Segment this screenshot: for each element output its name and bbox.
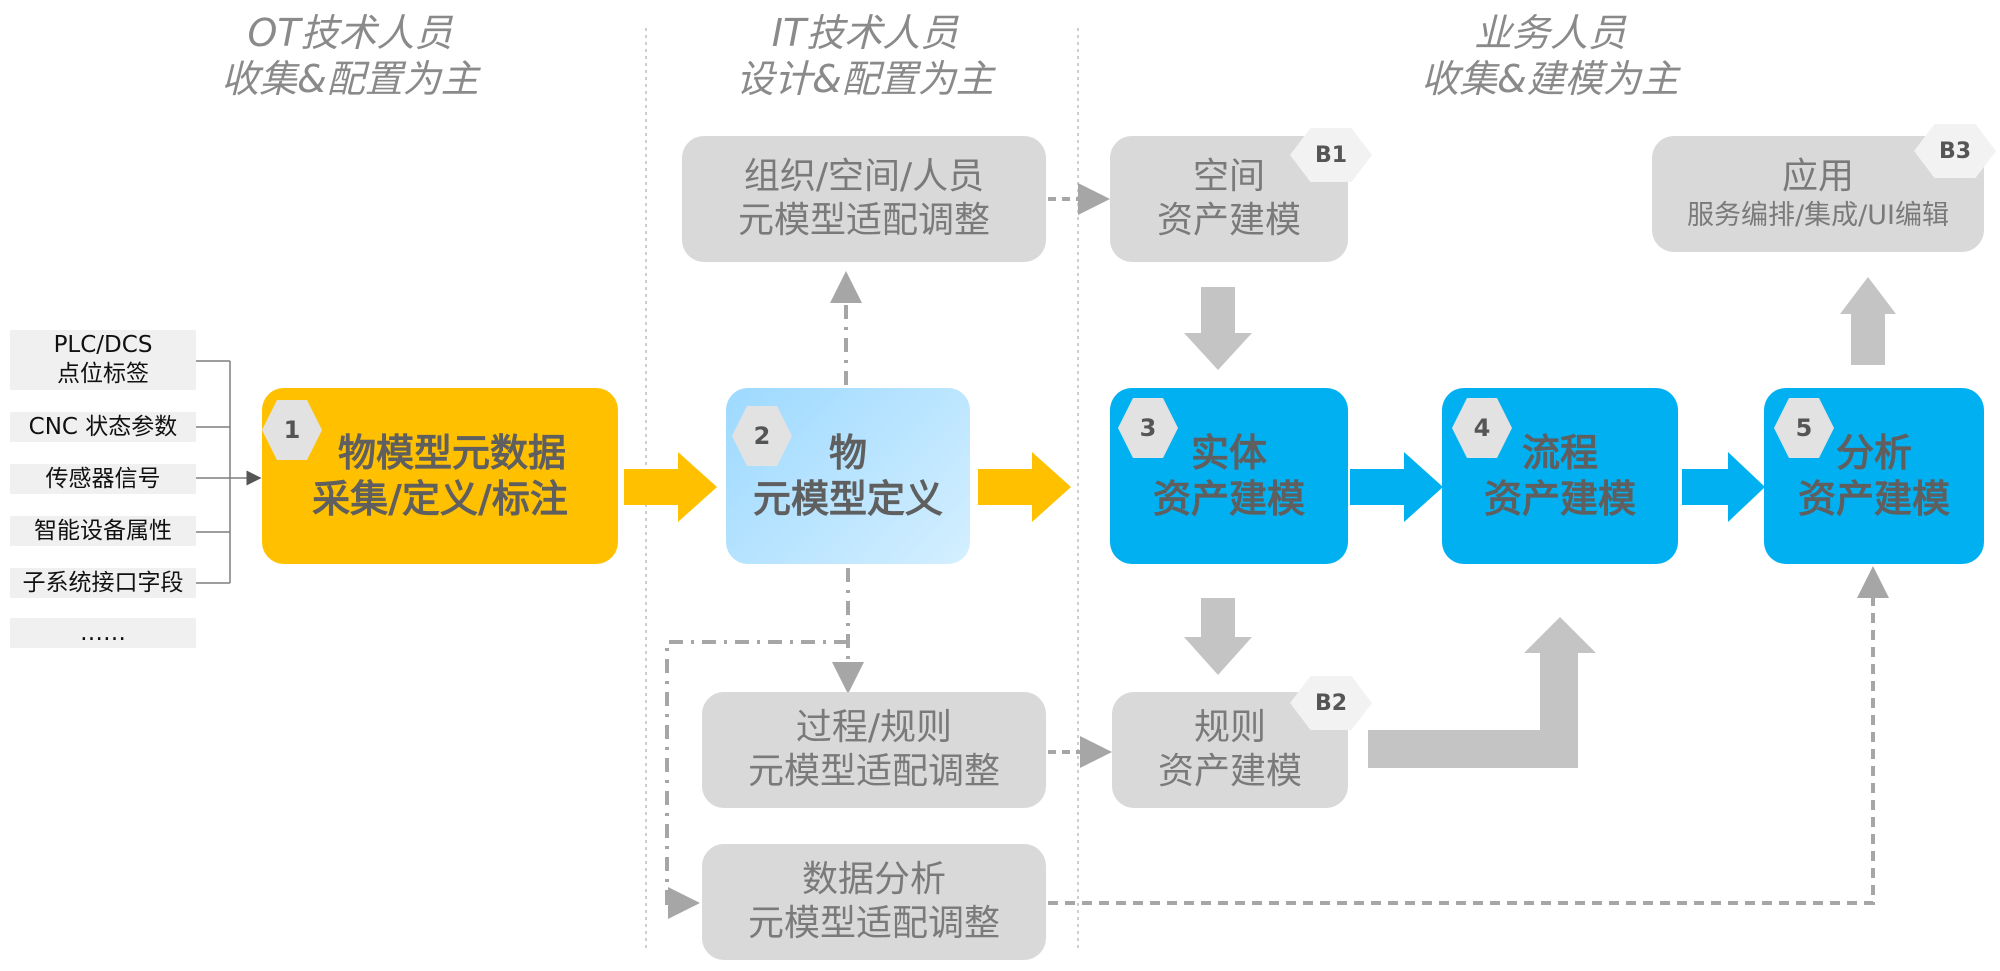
adapt-label: 元模型适配调整 [747,903,1000,944]
column-header-it: IT技术人员 设计&配置为主 [710,10,1020,102]
yellow-arrow-1-2 [624,452,717,522]
column-header-business: 业务人员 收集&建模为主 [1390,10,1710,102]
source-label: …… [80,619,126,646]
step-label: 分析 [1835,431,1912,475]
step-label: 元模型定义 [752,477,943,521]
business-label: 规则 [1193,707,1266,748]
step-1-badge: 1 [262,400,322,460]
adapt-label: 元模型适配调整 [737,200,990,241]
source-bracket [196,360,262,584]
yellow-arrow-2-3 [978,452,1071,522]
step-2-badge: 2 [732,406,792,466]
gray-arrow-5-to-b3 [1840,277,1896,365]
step-label: 采集/定义/标注 [312,477,568,521]
adapt-label: 元模型适配调整 [747,751,1000,792]
source-label: 点位标签 [57,361,149,387]
step-4-badge: 4 [1452,398,1512,458]
gray-arrow-3-to-b2 [1184,598,1252,675]
business-sublabel: 服务编排/集成/UI编辑 [1687,200,1949,231]
source-plc-dcs: PLC/DCS 点位标签 [10,330,196,390]
blue-arrow-4-5 [1682,452,1765,522]
column-header-line: 收集&建模为主 [1421,57,1679,101]
step-label: 资产建模 [1797,477,1950,521]
column-header-line: IT技术人员 [771,11,959,55]
source-subsystem: 子系统接口字段 [10,568,196,598]
step-5-badge: 5 [1774,398,1834,458]
step-label: 物模型元数据 [337,431,566,475]
adapt-label: 数据分析 [801,859,946,900]
source-smart-device: 智能设备属性 [10,516,196,546]
business-label: 资产建模 [1157,751,1302,792]
step-1-box: 物模型元数据 采集/定义/标注 [262,388,618,564]
adapt-analysis-box: 数据分析 元模型适配调整 [702,844,1046,960]
step-label: 流程 [1521,431,1598,475]
column-header-line: OT技术人员 [247,11,453,55]
step-5-box: 分析 资产建模 [1764,388,1984,564]
source-label: PLC/DCS [53,332,153,358]
step-label: 实体 [1190,431,1267,475]
step-label: 资产建模 [1152,477,1305,521]
business-label: 应用 [1781,156,1854,197]
source-more: …… [10,618,196,648]
step-label: 物 [828,431,867,475]
gray-arrow-b1-to-3 [1184,287,1252,370]
source-label: 子系统接口字段 [22,569,184,596]
adapt-label: 组织/空间/人员 [743,156,985,197]
adapt-org-box: 组织/空间/人员 元模型适配调整 [682,136,1046,262]
column-header-line: 收集&配置为主 [221,57,479,101]
source-label: CNC 状态参数 [28,413,178,440]
adapt-process-box: 过程/规则 元模型适配调整 [702,692,1046,808]
source-label: 传感器信号 [45,465,161,492]
business-label: 资产建模 [1156,200,1301,241]
business-label: 空间 [1192,156,1265,197]
dashed-connectors [665,183,1889,919]
column-header-ot: OT技术人员 收集&配置为主 [190,10,510,102]
column-header-line: 设计&配置为主 [736,57,994,101]
source-cnc: CNC 状态参数 [10,412,196,442]
step-3-badge: 3 [1118,398,1178,458]
source-sensor: 传感器信号 [10,464,196,494]
adapt-label: 过程/规则 [795,707,953,748]
blue-arrow-3-4 [1350,452,1443,522]
gray-elbow-arrow-b2-to-4 [1368,617,1596,768]
source-label: 智能设备属性 [34,517,172,544]
column-header-line: 业务人员 [1473,11,1626,55]
step-label: 资产建模 [1483,477,1636,521]
